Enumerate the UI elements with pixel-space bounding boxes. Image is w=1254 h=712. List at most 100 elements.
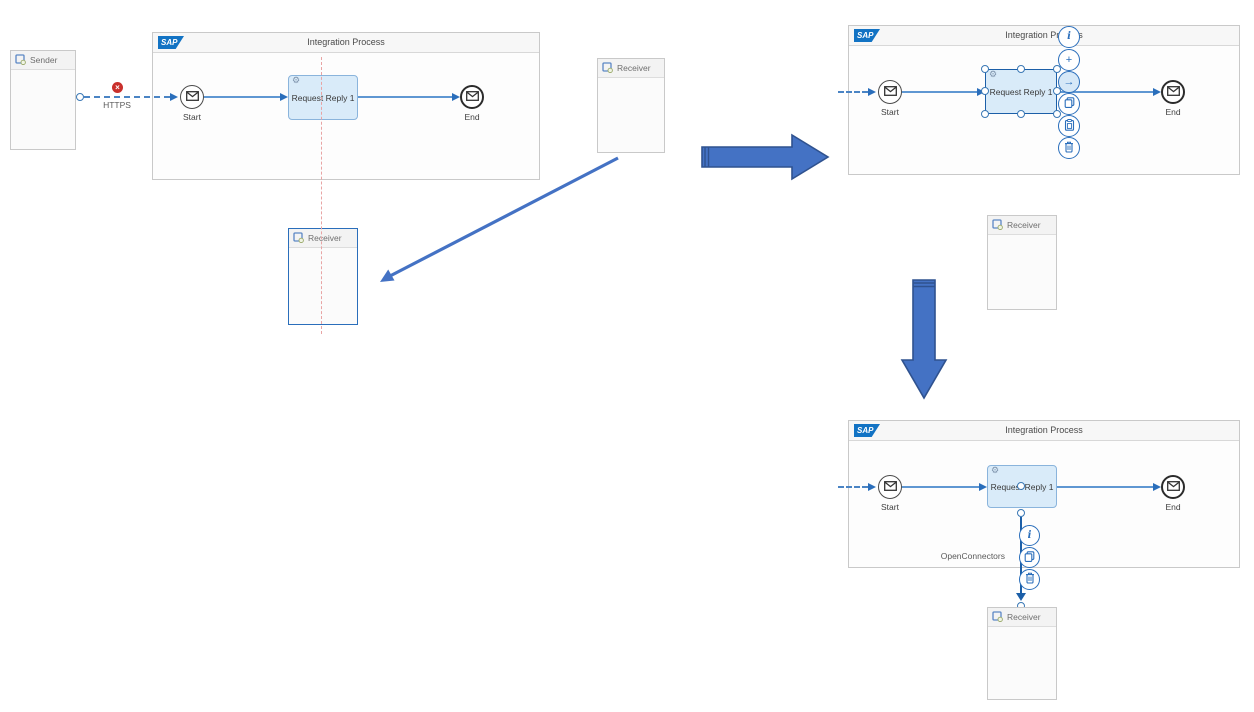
sender-label: Sender xyxy=(30,55,58,65)
message-flow-arrowhead xyxy=(868,482,876,491)
sequence-flow[interactable] xyxy=(902,486,979,488)
message-flow[interactable] xyxy=(838,91,868,93)
context-menu-add-button[interactable]: + xyxy=(1058,49,1080,71)
participant-header: Sender xyxy=(11,51,75,70)
sap-logo: SAP xyxy=(854,424,880,437)
end-event[interactable] xyxy=(1161,80,1185,104)
receiver-label: Receiver xyxy=(617,63,651,73)
sequence-flow[interactable] xyxy=(902,91,977,93)
drag-annotation-arrow xyxy=(380,156,619,282)
participant-header: Receiver xyxy=(598,59,664,78)
context-menu-info-button[interactable]: i xyxy=(1058,26,1080,48)
error-badge[interactable]: × xyxy=(112,82,123,93)
gear-icon: ⚙ xyxy=(292,75,301,85)
end-label: End xyxy=(1165,502,1181,512)
start-event[interactable] xyxy=(878,475,902,499)
receiver-box[interactable]: Receiver xyxy=(597,58,665,153)
selection-handle[interactable] xyxy=(981,65,989,73)
process-title: Integration Process xyxy=(307,37,385,47)
message-flow-arrowhead xyxy=(868,87,876,96)
process-title: Integration Process xyxy=(1005,30,1083,40)
request-reply-task[interactable]: ⚙ Request Reply 1 xyxy=(288,75,358,120)
line-menu-info-button[interactable]: i xyxy=(1019,525,1040,546)
selection-handle[interactable] xyxy=(1017,65,1025,73)
plus-icon: + xyxy=(1065,53,1073,66)
participant-header: Receiver xyxy=(289,229,357,248)
message-flow-https[interactable] xyxy=(84,96,170,98)
error-icon: × xyxy=(115,82,120,92)
connection-handle[interactable] xyxy=(1017,482,1025,490)
request-reply-task-selected[interactable]: ⚙ Request Reply 1 xyxy=(985,69,1057,114)
start-label: Start xyxy=(881,107,899,117)
connection-handle[interactable] xyxy=(1017,509,1025,517)
sap-logo: SAP xyxy=(854,29,880,42)
start-event[interactable] xyxy=(180,85,204,109)
gear-icon: ⚙ xyxy=(989,69,998,79)
context-menu-delete-button[interactable] xyxy=(1058,137,1080,159)
sender-box[interactable]: Sender xyxy=(10,50,76,150)
start-label: Start xyxy=(881,502,899,512)
receiver-box-selected[interactable]: Receiver xyxy=(288,228,358,325)
end-label: End xyxy=(1165,107,1181,117)
trash-icon xyxy=(1025,572,1035,587)
start-label: Start xyxy=(183,112,201,122)
step-arrow-down xyxy=(900,279,948,400)
selection-handle[interactable] xyxy=(1017,110,1025,118)
gear-icon: ⚙ xyxy=(991,465,1000,475)
end-event[interactable] xyxy=(1161,475,1185,499)
envelope-icon xyxy=(185,88,199,106)
sequence-flow-arrowhead xyxy=(1153,482,1161,491)
context-menu-connect-button[interactable]: → xyxy=(1058,71,1080,93)
sequence-flow-arrowhead xyxy=(452,92,460,101)
start-event[interactable] xyxy=(878,80,902,104)
sequence-flow-arrowhead xyxy=(1153,87,1161,96)
alignment-guide-line xyxy=(321,57,322,334)
adapter-label-https: HTTPS xyxy=(103,100,131,110)
selection-handle[interactable] xyxy=(981,87,989,95)
task-label: Request Reply 1 xyxy=(989,86,1053,97)
process-header: Integration Process SAP xyxy=(849,26,1239,46)
sequence-flow-arrowhead xyxy=(280,92,288,101)
participant-icon xyxy=(15,53,26,67)
end-label: End xyxy=(464,112,480,122)
step-arrow-right xyxy=(701,133,830,181)
selection-handle[interactable] xyxy=(1053,110,1061,118)
participant-icon xyxy=(992,218,1003,232)
receiver-label: Receiver xyxy=(1007,220,1041,230)
paste-icon xyxy=(1064,118,1075,134)
info-icon: i xyxy=(1067,31,1071,42)
connection-handle[interactable] xyxy=(76,93,84,101)
receiver-box[interactable]: Receiver xyxy=(987,215,1057,310)
sequence-flow[interactable] xyxy=(1057,486,1153,488)
copy-icon xyxy=(1024,550,1035,565)
selection-handle[interactable] xyxy=(981,110,989,118)
process-title: Integration Process xyxy=(1005,425,1083,435)
sequence-flow[interactable] xyxy=(1057,91,1153,93)
copy-icon xyxy=(1064,97,1075,111)
process-header: Integration Process SAP xyxy=(153,33,539,53)
line-menu-delete-button[interactable] xyxy=(1019,569,1040,590)
context-menu-paste-button[interactable] xyxy=(1058,115,1080,137)
trash-icon xyxy=(1064,141,1074,156)
receiver-box[interactable]: Receiver xyxy=(987,607,1057,700)
message-flow-arrowhead xyxy=(170,92,178,101)
receiver-label: Receiver xyxy=(1007,612,1041,622)
process-header: Integration Process SAP xyxy=(849,421,1239,441)
selection-handle[interactable] xyxy=(1053,87,1061,95)
participant-icon xyxy=(293,231,304,245)
connection-arrowhead xyxy=(1016,593,1026,601)
envelope-icon xyxy=(1166,478,1180,496)
participant-icon xyxy=(602,61,613,75)
sequence-flow[interactable] xyxy=(358,96,452,98)
sequence-flow-arrowhead xyxy=(979,482,987,491)
line-menu-copy-button[interactable] xyxy=(1019,547,1040,568)
sap-logo: SAP xyxy=(158,36,184,49)
context-menu-copy-button[interactable] xyxy=(1058,93,1080,115)
message-flow[interactable] xyxy=(838,486,868,488)
participant-icon xyxy=(992,610,1003,624)
selection-handle[interactable] xyxy=(1053,65,1061,73)
end-event[interactable] xyxy=(460,85,484,109)
sequence-flow[interactable] xyxy=(204,96,281,98)
task-label: Request Reply 1 xyxy=(291,92,355,103)
